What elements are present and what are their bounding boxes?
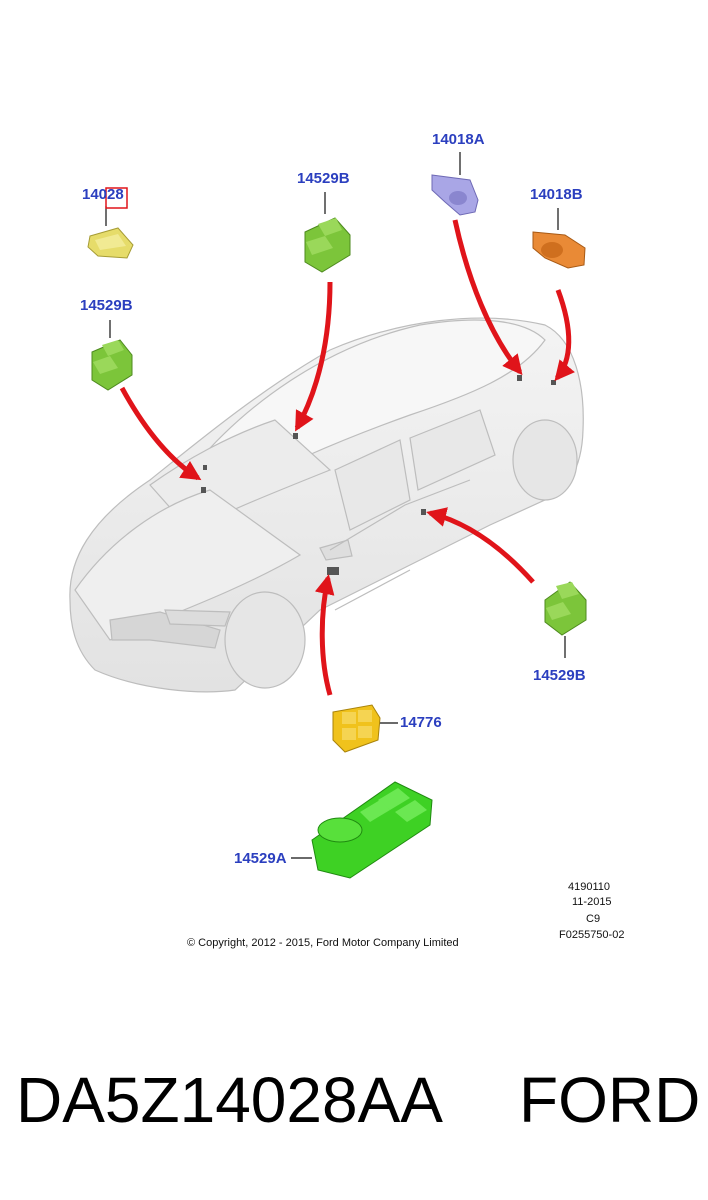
part-14529b-left-switch	[91, 339, 133, 391]
arrow-right-switch	[426, 507, 535, 584]
part-14776-switch	[332, 704, 381, 753]
switch-locations	[201, 375, 556, 575]
rear-wheel-arch	[512, 419, 578, 501]
figure-id: F0255750-02	[559, 929, 625, 941]
brand-name: FORD	[519, 1064, 701, 1136]
part-14529b-top-switch	[304, 217, 351, 273]
callout-14529a: 14529A	[234, 850, 287, 867]
car-illustration	[69, 317, 584, 693]
callout-14776: 14776	[400, 714, 442, 731]
arrow-left-switch	[119, 386, 202, 481]
arrows	[119, 219, 575, 696]
callout-14018a: 14018A	[432, 131, 485, 148]
side-window-rear	[409, 409, 496, 491]
diagram-code: C9	[586, 913, 601, 925]
part-14529b-right-switch	[544, 581, 587, 636]
callout-14529b-right: 14529B	[533, 667, 586, 684]
part-14529a-master-switch	[311, 781, 433, 879]
callout-14529b-left: 14529B	[80, 297, 133, 314]
grille	[109, 611, 221, 649]
arrow-top-switch	[294, 281, 333, 432]
part-14018a-sensor	[431, 174, 479, 216]
reference-number: 4190110	[568, 881, 611, 893]
mirror	[319, 539, 353, 561]
headlight	[164, 609, 231, 627]
callout-14529b-top: 14529B	[297, 170, 350, 187]
part-number: DA5Z14028AA	[16, 1064, 443, 1136]
copyright-notice: © Copyright, 2012 - 2015, Ford Motor Com…	[187, 937, 459, 949]
part-14028-module	[87, 227, 134, 259]
part-14018b-sensor	[532, 231, 586, 269]
callout-14018b: 14018B	[530, 186, 583, 203]
diagram-date: 11-2015	[572, 896, 612, 908]
front-wheel-arch	[224, 591, 306, 689]
arrow-14018a	[452, 219, 523, 376]
leader-lines	[105, 152, 566, 859]
parts-diagram	[69, 152, 587, 879]
arrow-14776	[314, 574, 335, 696]
callout-14028: 14028	[82, 186, 124, 203]
arrow-14018b	[554, 289, 575, 382]
door-line	[329, 479, 471, 611]
highlight-box	[105, 187, 128, 209]
side-window-front	[334, 439, 411, 531]
